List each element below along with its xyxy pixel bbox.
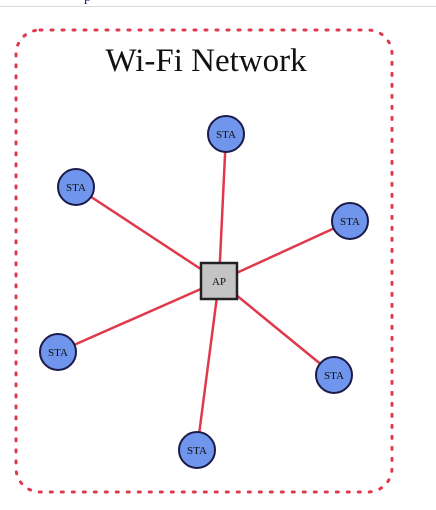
link-line	[217, 133, 228, 282]
wifi-station-icon	[315, 356, 353, 394]
wifi-station-icon	[331, 202, 369, 240]
network-boundary	[14, 28, 394, 494]
wifi-station-icon	[57, 168, 95, 206]
station-label: STA	[48, 347, 68, 359]
station-label: STA	[216, 129, 236, 141]
wifi-station-icon	[178, 431, 216, 469]
station-node: STA	[315, 356, 353, 394]
station-label: STA	[187, 445, 207, 457]
station-label: STA	[66, 182, 86, 194]
wifi-access-point-icon	[199, 261, 239, 301]
diagram-title: Wi-Fi Network	[105, 43, 307, 79]
station-node: STA	[57, 168, 95, 206]
link-line	[218, 219, 351, 283]
station-node: STA	[331, 202, 369, 240]
link-line	[75, 185, 220, 283]
access-point-node: AP	[199, 261, 239, 301]
wifi-station-icon	[207, 115, 245, 153]
wifi-station-icon	[39, 333, 77, 371]
station-node: STA	[178, 431, 216, 469]
access-point-label: AP	[212, 276, 226, 288]
top-divider	[0, 6, 436, 7]
cropped-text-fragment: p	[84, 0, 94, 5]
station-label: STA	[324, 370, 344, 382]
link-line	[57, 279, 220, 354]
links	[57, 133, 351, 451]
station-label: STA	[340, 216, 360, 228]
link-line	[195, 280, 221, 451]
station-node: STA	[207, 115, 245, 153]
station-node: STA	[39, 333, 77, 371]
